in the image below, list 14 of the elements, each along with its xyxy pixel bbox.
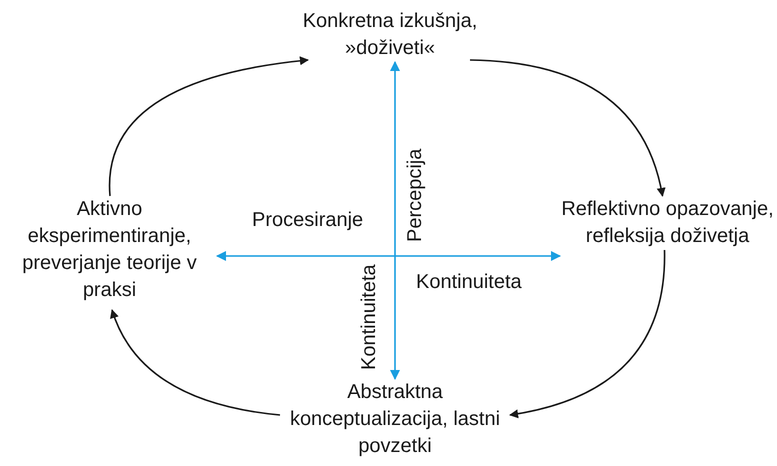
cycle-arrow xyxy=(110,309,280,416)
stage-label: Aktivno eksperimentiranje, preverjanje teorije v praksi xyxy=(21,197,198,303)
stage-label: Abstraktna konceptualizacija, lastni povzetki xyxy=(288,380,502,459)
axis-label: Percepcija xyxy=(403,148,427,242)
cycle-arrow xyxy=(109,56,309,196)
axis-label: Kontinuiteta xyxy=(357,264,381,370)
stage-label: Reflektivno opazovanje, refleksija doživetja xyxy=(560,197,775,249)
stage-label: Konkretna izkušnja, »doživeti« xyxy=(302,9,478,61)
axis-label: Procesiranje xyxy=(252,208,364,232)
cycle-arrow xyxy=(509,250,666,418)
cycle-arrow xyxy=(470,59,666,197)
axis-arrow xyxy=(390,61,400,380)
axis-arrow xyxy=(216,251,561,261)
axis-label: Kontinuiteta xyxy=(416,270,522,294)
